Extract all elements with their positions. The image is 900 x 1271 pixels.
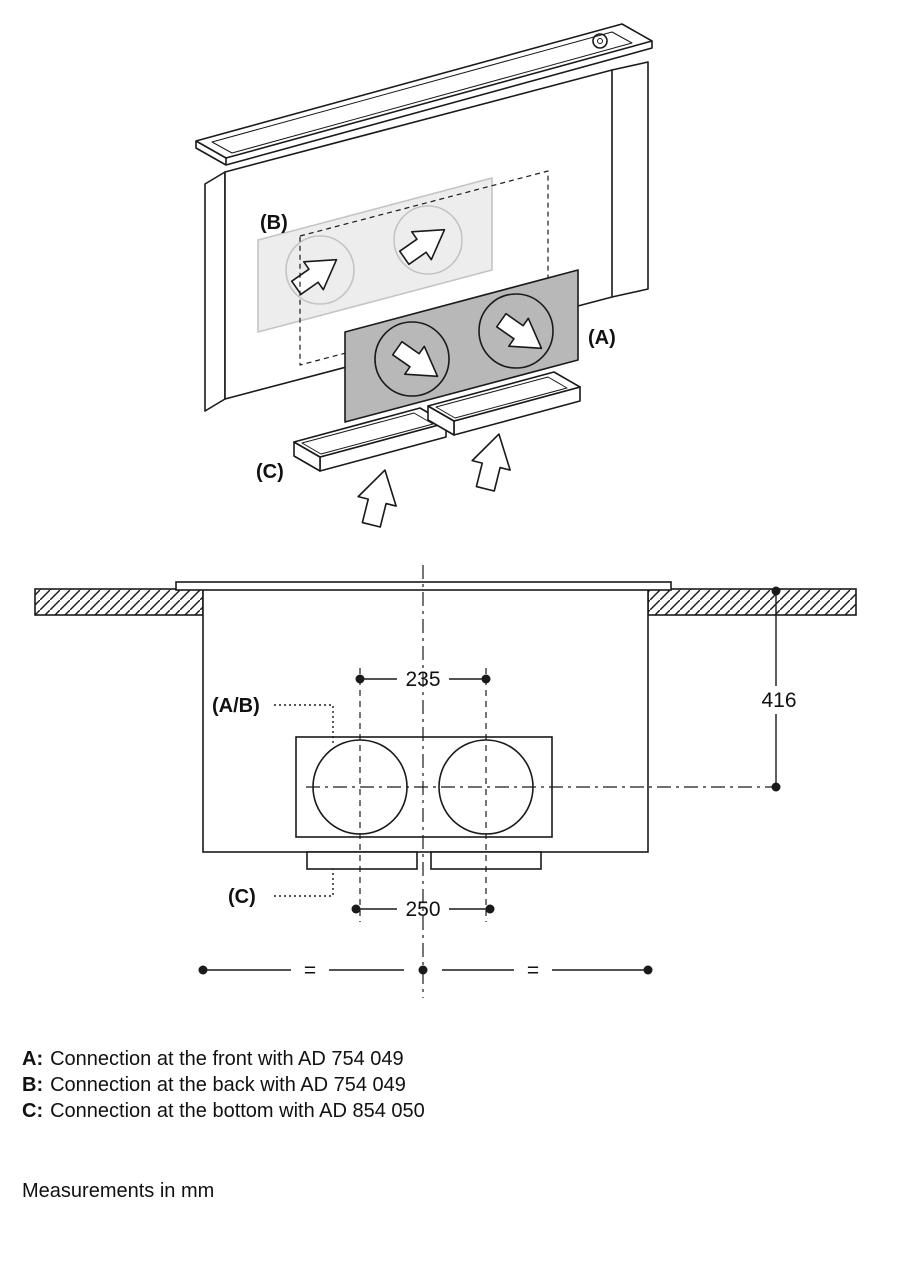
airflow-arrow-c-right: [465, 428, 519, 495]
legend-key-b: B:: [22, 1074, 44, 1096]
dim-dot: [418, 965, 428, 975]
connection-panel-a: [344, 269, 579, 423]
lid-knob-icon: [592, 33, 608, 49]
legend-item-b: B: Connection at the back with AD 754 049: [22, 1072, 425, 1098]
bottom-duct-trays: [293, 371, 581, 531]
dimension-250: 250: [351, 898, 495, 921]
dim-416-value: 416: [761, 689, 796, 712]
callout-c-leader: [274, 869, 334, 897]
callout-ab-label: (A/B): [212, 695, 260, 717]
iso-label-c: (C): [256, 461, 284, 483]
dim-dot: [351, 904, 361, 914]
dimension-view: 235 416 250: [34, 565, 857, 998]
tray-right-inner-rim: [435, 376, 568, 419]
dimension-416: 416: [761, 586, 797, 792]
legend-item-a: A: Connection at the front with AD 754 04…: [22, 1046, 425, 1072]
lid-knob-icon-inner: [597, 38, 603, 44]
dim-dot: [355, 674, 365, 684]
dimension-equal-spacing: = =: [198, 959, 653, 982]
hood-body-right-end: [611, 61, 649, 298]
bottom-duct-left: [306, 851, 418, 870]
countertop-left: [34, 588, 204, 616]
panel-a-duct-left: [374, 321, 450, 397]
legend-text-b: Connection at the back with AD 754 049: [50, 1074, 406, 1096]
legend-item-c: C: Connection at the bottom with AD 854 0…: [22, 1098, 425, 1124]
dim-235-value: 235: [405, 668, 440, 691]
equal-symbol-left: =: [304, 959, 316, 982]
legend-text-c: Connection at the bottom with AD 854 050: [50, 1100, 425, 1122]
connection-legend: A: Connection at the front with AD 754 04…: [22, 1046, 425, 1124]
dim-dot: [481, 674, 491, 684]
measurements-note: Measurements in mm: [22, 1180, 215, 1202]
legend-key-c: C:: [22, 1100, 44, 1122]
airflow-arrow-c-left: [351, 464, 405, 531]
panel-b-duct-left: [285, 235, 355, 305]
panel-a-duct-right: [478, 293, 554, 369]
iso-label-b: (B): [260, 212, 288, 234]
iso-view: (B) (A) (C): [195, 23, 653, 531]
centerlines: [306, 565, 776, 998]
panel-b-duct-right: [393, 205, 463, 275]
dim-dot: [198, 965, 208, 975]
mounting-outline-dashed: [299, 170, 549, 366]
installation-diagram: (B) (A) (C): [34, 23, 857, 998]
iso-label-a: (A): [588, 327, 616, 349]
dim-dot: [771, 782, 781, 792]
dim-250-value: 250: [405, 898, 440, 921]
hood-body-left-cap: [204, 171, 226, 412]
lid-inner-frame: [211, 31, 633, 154]
dimension-235: 235: [355, 668, 491, 691]
connection-panel-b: [257, 177, 493, 333]
dim-dot: [485, 904, 495, 914]
callouts: (A/B) (C): [212, 695, 334, 908]
callout-c-label: (C): [228, 886, 256, 908]
tray-left-inner-rim: [301, 412, 434, 455]
hood-cover-lid: [195, 23, 653, 166]
dim-dot: [771, 586, 781, 596]
panel-a-plate: [344, 269, 579, 423]
legend-key-a: A:: [22, 1048, 44, 1070]
equal-symbol-right: =: [527, 959, 539, 982]
countertop-right: [647, 588, 857, 616]
dim-dot: [643, 965, 653, 975]
legend-text-a: Connection at the front with AD 754 049: [50, 1048, 404, 1070]
panel-b-plate: [257, 177, 493, 333]
tray-right-rim: [427, 371, 581, 422]
